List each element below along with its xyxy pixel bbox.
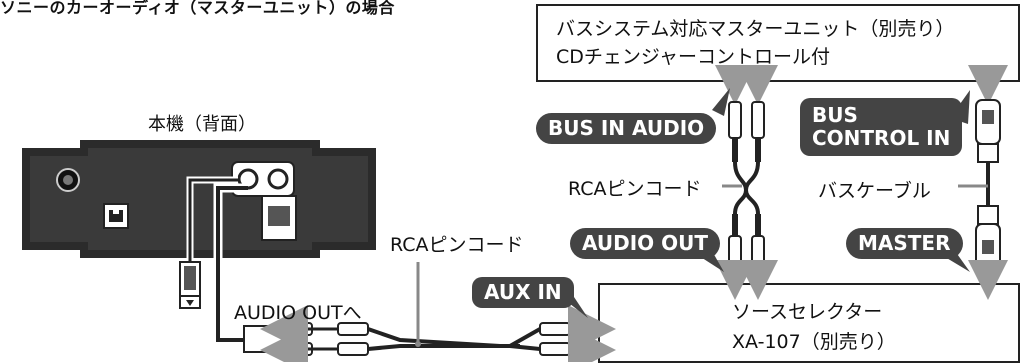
- rca-plug-pair-right: [509, 322, 571, 356]
- bus-control-in-line1: BUS: [812, 103, 858, 127]
- aux-in-badge: AUX IN: [472, 277, 574, 308]
- bus-in-audio-badge: BUS IN AUDIO: [536, 113, 717, 144]
- audio-out-badge: AUDIO OUT: [570, 228, 720, 259]
- diagram-title: ソニーのカーオーディオ（マスターユニット）の場合: [0, 0, 395, 17]
- rca-cord-upper: [715, 65, 778, 300]
- bus-control-in-line2: CONTROL IN: [812, 126, 951, 150]
- master-unit-box: バスシステム対応マスターユニット（別売り） CDチェンジャーコントロール付: [536, 4, 1020, 82]
- master-unit-line2: CDチェンジャーコントロール付: [556, 46, 830, 68]
- source-selector-line2: XA-107（別売り）: [732, 331, 896, 353]
- din-plug-icon: [179, 261, 201, 309]
- bus-plug-icon: [261, 195, 297, 241]
- rca-cord-upper-label: RCAピンコード: [568, 178, 702, 200]
- source-selector-line1: ソースセレクター: [732, 301, 883, 323]
- bus-cable: [968, 65, 1008, 300]
- source-selector-box: ソースセレクター XA-107（別売り）: [598, 283, 1020, 363]
- rca-plug-pair-left: [243, 322, 313, 356]
- main-unit-back-panel: [22, 140, 376, 258]
- master-unit-line1: バスシステム対応マスターユニット（別売り）: [556, 18, 955, 40]
- audio-out-to-label: AUDIO OUTへ: [234, 302, 362, 324]
- bus-control-in-badge: BUS CONTROL IN: [800, 98, 963, 156]
- bus-cable-label: バスケーブル: [818, 180, 931, 202]
- main-unit-label: 本機（背面）: [148, 114, 256, 135]
- master-badge: MASTER: [846, 228, 963, 259]
- rca-jack-icon: [267, 168, 289, 190]
- rca-plug-small-left: [337, 322, 369, 356]
- rca-cord-lower-label: RCAピンコード: [390, 234, 524, 256]
